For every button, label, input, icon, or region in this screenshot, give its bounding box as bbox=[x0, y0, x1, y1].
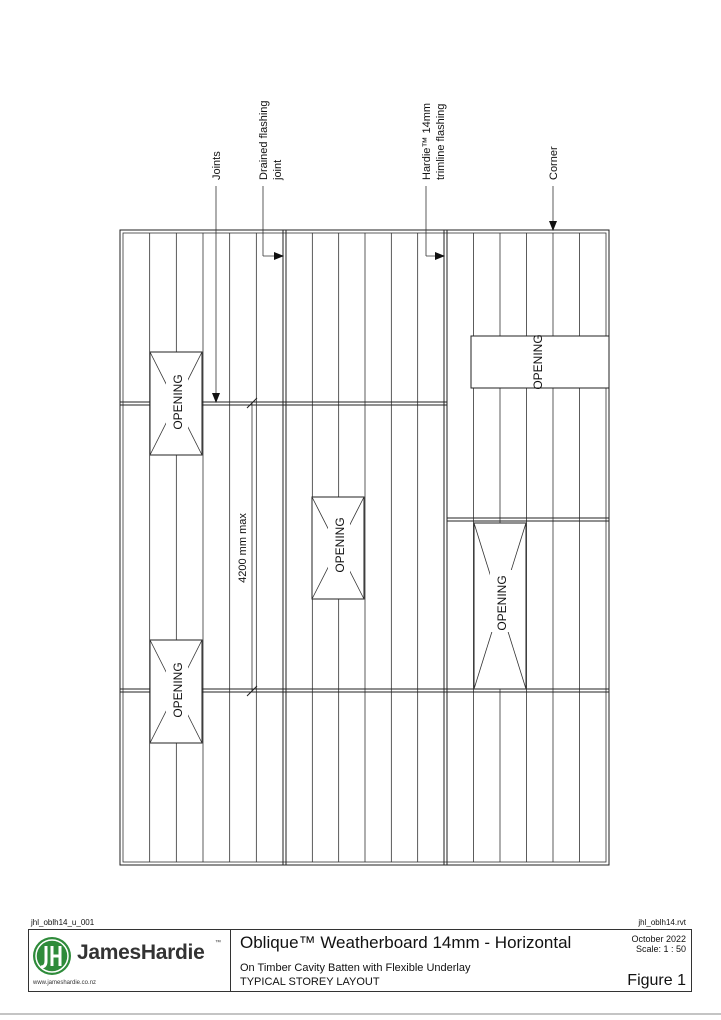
drawing-date: October 2022 bbox=[631, 934, 686, 944]
dimension-label: 4200 mm max bbox=[237, 513, 249, 583]
figure-number: Figure 1 bbox=[627, 972, 686, 989]
wall-outline-inner bbox=[122, 232, 607, 863]
callout-trimline-flashing: Hardie™ 14mm trimline flashing bbox=[421, 103, 447, 260]
opening-3: OPENING bbox=[311, 496, 365, 600]
drawing-subtitle-2: TYPICAL STOREY LAYOUT bbox=[240, 976, 380, 988]
drawing-subtitle: On Timber Cavity Batten with Flexible Un… bbox=[240, 962, 471, 974]
trimline-label-1: Hardie™ 14mm bbox=[421, 103, 433, 180]
title-area: Oblique™ Weatherboard 14mm - Horizontal … bbox=[231, 930, 625, 991]
drawing-code-left: jhl_oblh14_u_001 bbox=[31, 918, 95, 927]
opening-label: OPENING bbox=[495, 575, 509, 630]
callout-corner: Corner bbox=[548, 146, 560, 231]
drained-flashing-label-1: Drained flashing bbox=[258, 101, 270, 181]
opening-1: OPENING bbox=[149, 351, 203, 456]
callout-joints: Joints bbox=[211, 151, 223, 403]
drawing-code-right: jhl_oblh14.rvt bbox=[638, 918, 686, 927]
trimline-label-2: trimline flashing bbox=[435, 104, 447, 180]
callout-drained-flashing: Drained flashing joint bbox=[258, 101, 284, 260]
brand-name: JamesHardie bbox=[77, 941, 205, 964]
jameshardie-logo-icon bbox=[33, 937, 71, 975]
drawing-scale: Scale: 1 : 50 bbox=[635, 944, 686, 954]
opening-5: OPENING bbox=[473, 522, 527, 690]
joints-label: Joints bbox=[211, 151, 223, 180]
brand-website: www.jameshardie.co.nz bbox=[33, 980, 97, 986]
section-dividers bbox=[282, 230, 448, 865]
brand-logo: JamesHardie ™ www.jameshardie.co.nz bbox=[29, 930, 231, 991]
opening-label: OPENING bbox=[333, 517, 347, 572]
opening-label: OPENING bbox=[171, 374, 185, 429]
opening-2: OPENING bbox=[149, 639, 203, 744]
opening-4: OPENING bbox=[470, 334, 610, 390]
drained-flashing-label-2: joint bbox=[272, 160, 284, 181]
wall-outline bbox=[119, 229, 610, 866]
dimension-4200: 4200 mm max bbox=[237, 397, 258, 697]
brand-tm: ™ bbox=[215, 940, 221, 946]
meta-area: October 2022 Scale: 1 : 50 Figure 1 bbox=[625, 930, 691, 991]
title-block: JamesHardie ™ www.jameshardie.co.nz Obli… bbox=[28, 929, 692, 992]
opening-label: OPENING bbox=[531, 334, 545, 389]
drawing-title: Oblique™ Weatherboard 14mm - Horizontal bbox=[240, 933, 572, 952]
opening-label: OPENING bbox=[171, 662, 185, 717]
corner-label: Corner bbox=[548, 146, 560, 180]
